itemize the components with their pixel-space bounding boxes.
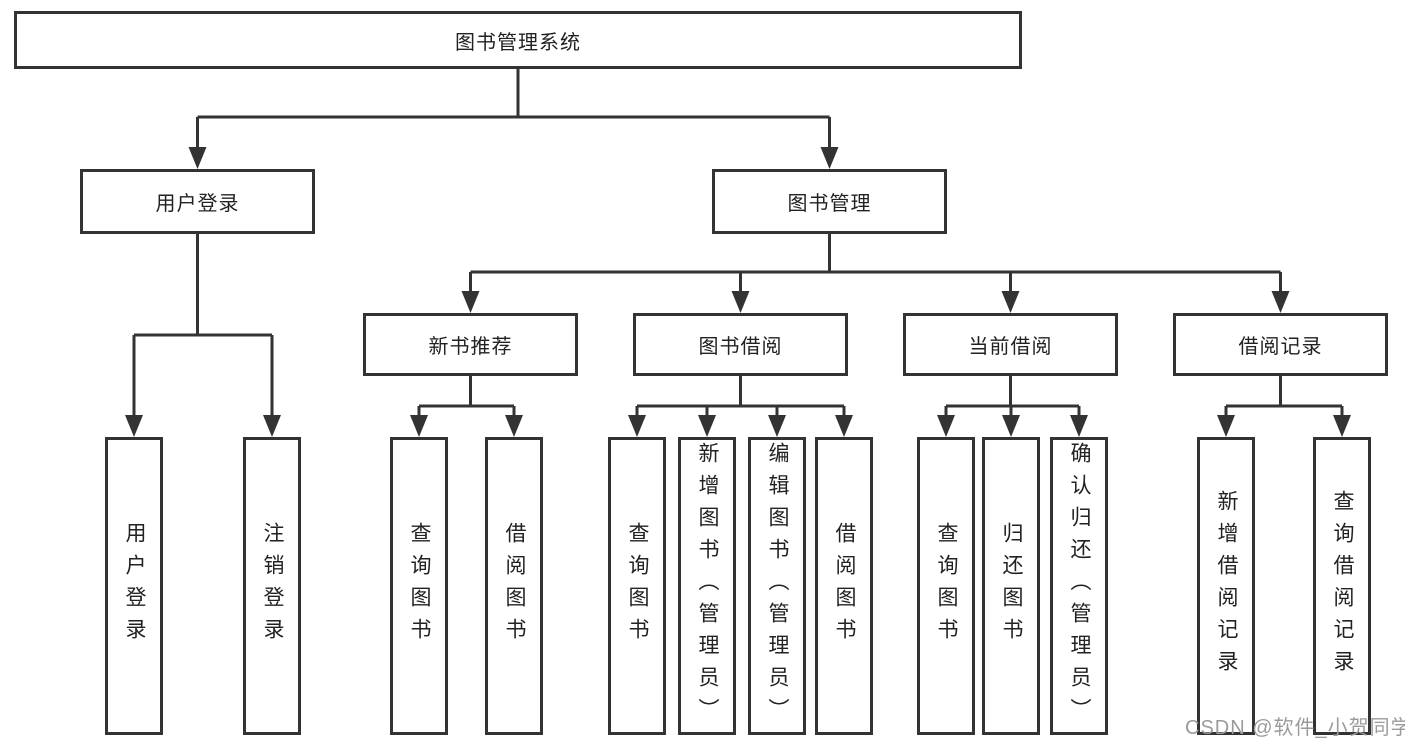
node-root: 图书管理系统 <box>14 11 1022 69</box>
node-edit-book-admin: 编辑图书（管理员） <box>748 437 806 735</box>
node-rec-borrow-books-label: 借阅图书 <box>503 522 526 650</box>
node-query-borrow-record-label: 查询借阅记录 <box>1331 490 1354 682</box>
node-borrowing-records: 借阅记录 <box>1173 313 1388 376</box>
connector-borrowing-records-children <box>1217 376 1351 437</box>
connector-book-borrowing-children <box>628 376 853 437</box>
connector-root-to-level2 <box>188 68 839 169</box>
node-rec-query-books: 查询图书 <box>390 437 448 735</box>
node-add-borrow-record-label: 新增借阅记录 <box>1215 490 1238 682</box>
node-current-borrowing: 当前借阅 <box>903 313 1118 376</box>
node-add-borrow-record: 新增借阅记录 <box>1197 437 1255 735</box>
node-return-books-label: 归还图书 <box>1000 522 1023 650</box>
node-current-query-books-label: 查询图书 <box>935 522 958 650</box>
node-edit-book-admin-label: 编辑图书（管理员） <box>766 442 789 730</box>
watermark-text: CSDN @软件_小贺同学 <box>1185 717 1405 739</box>
node-book-management: 图书管理 <box>712 169 947 234</box>
connector-new-book-recommend-children <box>410 376 523 437</box>
connector-user-login-children <box>125 234 281 437</box>
node-current-query-books: 查询图书 <box>917 437 975 735</box>
connector-current-borrowing-children <box>937 376 1088 437</box>
connector-book-management-to-level3 <box>461 234 1290 313</box>
node-borrow-query-books-label: 查询图书 <box>626 522 649 650</box>
node-query-borrow-record: 查询借阅记录 <box>1313 437 1371 735</box>
node-user-login: 用户登录 <box>80 169 315 234</box>
node-borrow-query-books: 查询图书 <box>608 437 666 735</box>
node-logout-label: 注销登录 <box>261 522 284 650</box>
node-borrow-borrow-books-label: 借阅图书 <box>833 522 856 650</box>
node-confirm-return-admin: 确认归还（管理员） <box>1050 437 1108 735</box>
node-logout: 注销登录 <box>243 437 301 735</box>
node-new-book-recommend: 新书推荐 <box>363 313 578 376</box>
node-confirm-return-admin-label: 确认归还（管理员） <box>1068 442 1091 730</box>
node-login: 用户登录 <box>105 437 163 735</box>
node-add-book-admin: 新增图书（管理员） <box>678 437 736 735</box>
node-rec-query-books-label: 查询图书 <box>408 522 431 650</box>
node-login-label: 用户登录 <box>123 522 146 650</box>
node-return-books: 归还图书 <box>982 437 1040 735</box>
node-rec-borrow-books: 借阅图书 <box>485 437 543 735</box>
node-add-book-admin-label: 新增图书（管理员） <box>696 442 719 730</box>
node-borrow-borrow-books: 借阅图书 <box>815 437 873 735</box>
node-book-borrowing: 图书借阅 <box>633 313 848 376</box>
